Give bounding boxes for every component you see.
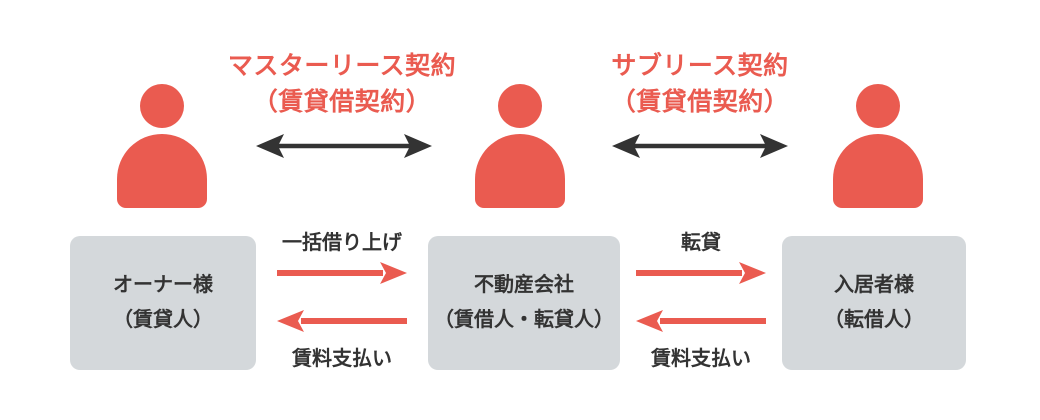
party-name: 入居者様 — [834, 274, 914, 296]
left-arrow-icon — [636, 310, 766, 332]
master-lease-contract-label: マスターリース契約 （賃貸借契約） — [212, 48, 472, 121]
contract-title: サブリース契約 — [611, 52, 789, 80]
contract-subtitle: （賃貸借契約） — [252, 88, 432, 117]
sublease-double-arrow-icon — [612, 134, 788, 158]
company-box: 不動産会社 （賃借人・転貸人） — [428, 236, 620, 370]
person-head — [856, 84, 900, 128]
person-torso — [833, 134, 923, 208]
sublease-contract-label: サブリース契約 （賃貸借契約） — [570, 48, 830, 121]
company-person-icon — [475, 84, 565, 210]
party-name: 不動産会社 — [474, 274, 574, 296]
person-torso — [475, 134, 565, 208]
party-role: （賃貸人） — [113, 309, 213, 331]
owner-person-icon — [117, 84, 207, 210]
left-arrow-icon — [277, 310, 407, 332]
tenant-box: 入居者様 （転借人） — [782, 236, 966, 370]
contract-subtitle: （賃貸借契約） — [610, 88, 790, 117]
party-role: （転借人） — [824, 309, 924, 331]
person-head — [140, 84, 184, 128]
person-head — [498, 84, 542, 128]
right-arrow-icon — [277, 262, 407, 284]
flow-label-rent-payment-right: 賃料支払い — [651, 348, 751, 370]
flow-label-rent-payment-left: 賃料支払い — [292, 348, 392, 370]
right-arrow-icon — [636, 262, 766, 284]
party-role: （賃借人・転貸人） — [434, 309, 614, 331]
tenant-person-icon — [833, 84, 923, 210]
person-torso — [117, 134, 207, 208]
flow-label-sublet: 転貸 — [681, 232, 721, 254]
owner-box: オーナー様 （賃貸人） — [70, 236, 256, 370]
flow-label-lump-lease: 一括借り上げ — [282, 232, 402, 254]
contract-title: マスターリース契約 — [227, 52, 457, 80]
master-lease-double-arrow-icon — [256, 134, 432, 158]
party-name: オーナー様 — [113, 274, 213, 296]
